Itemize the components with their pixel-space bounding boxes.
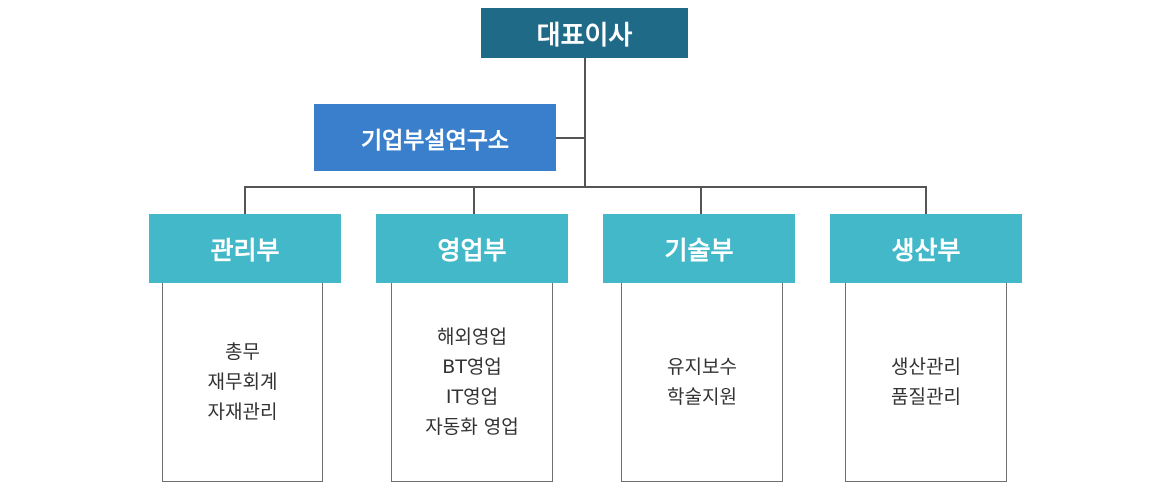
dept-sales-box: 영업부 <box>376 214 568 283</box>
dept-management-box: 관리부 <box>149 214 341 283</box>
dept-item: 자재관리 <box>207 401 278 423</box>
connector-dept-1 <box>244 186 246 214</box>
dept-item: 품질관리 <box>891 386 961 408</box>
dept-tech-items: 유지보수 학술지원 <box>621 283 783 482</box>
dept-item: 해외영업 <box>437 326 507 348</box>
dept-item: 유지보수 <box>667 356 737 378</box>
dept-management-items: 총무 재무회계 자재관리 <box>162 283 323 482</box>
dept-production-items: 생산관리 품질관리 <box>845 283 1007 482</box>
dept-item: 생산관리 <box>891 356 961 378</box>
dept-tech-box: 기술부 <box>603 214 795 283</box>
dept-item: BT영업 <box>442 356 502 378</box>
dept-sales-items: 해외영업 BT영업 IT영업 자동화 영업 <box>391 283 553 482</box>
dept-item: 총무 <box>225 341 260 363</box>
connector-ceo-trunk <box>584 58 586 188</box>
dept-item: IT영업 <box>445 386 499 408</box>
ceo-box: 대표이사 <box>481 8 688 58</box>
dept-item: 학술지원 <box>667 386 737 408</box>
dept-item: 자동화 영업 <box>425 416 519 438</box>
dept-item: 재무회계 <box>207 371 278 393</box>
connector-dept-4 <box>925 186 927 214</box>
connector-horizontal-bus <box>244 186 927 188</box>
dept-production-box: 생산부 <box>830 214 1022 283</box>
connector-dept-2 <box>473 186 475 214</box>
research-lab-box: 기업부설연구소 <box>314 104 556 171</box>
connector-lab <box>556 137 585 139</box>
connector-dept-3 <box>700 186 702 214</box>
